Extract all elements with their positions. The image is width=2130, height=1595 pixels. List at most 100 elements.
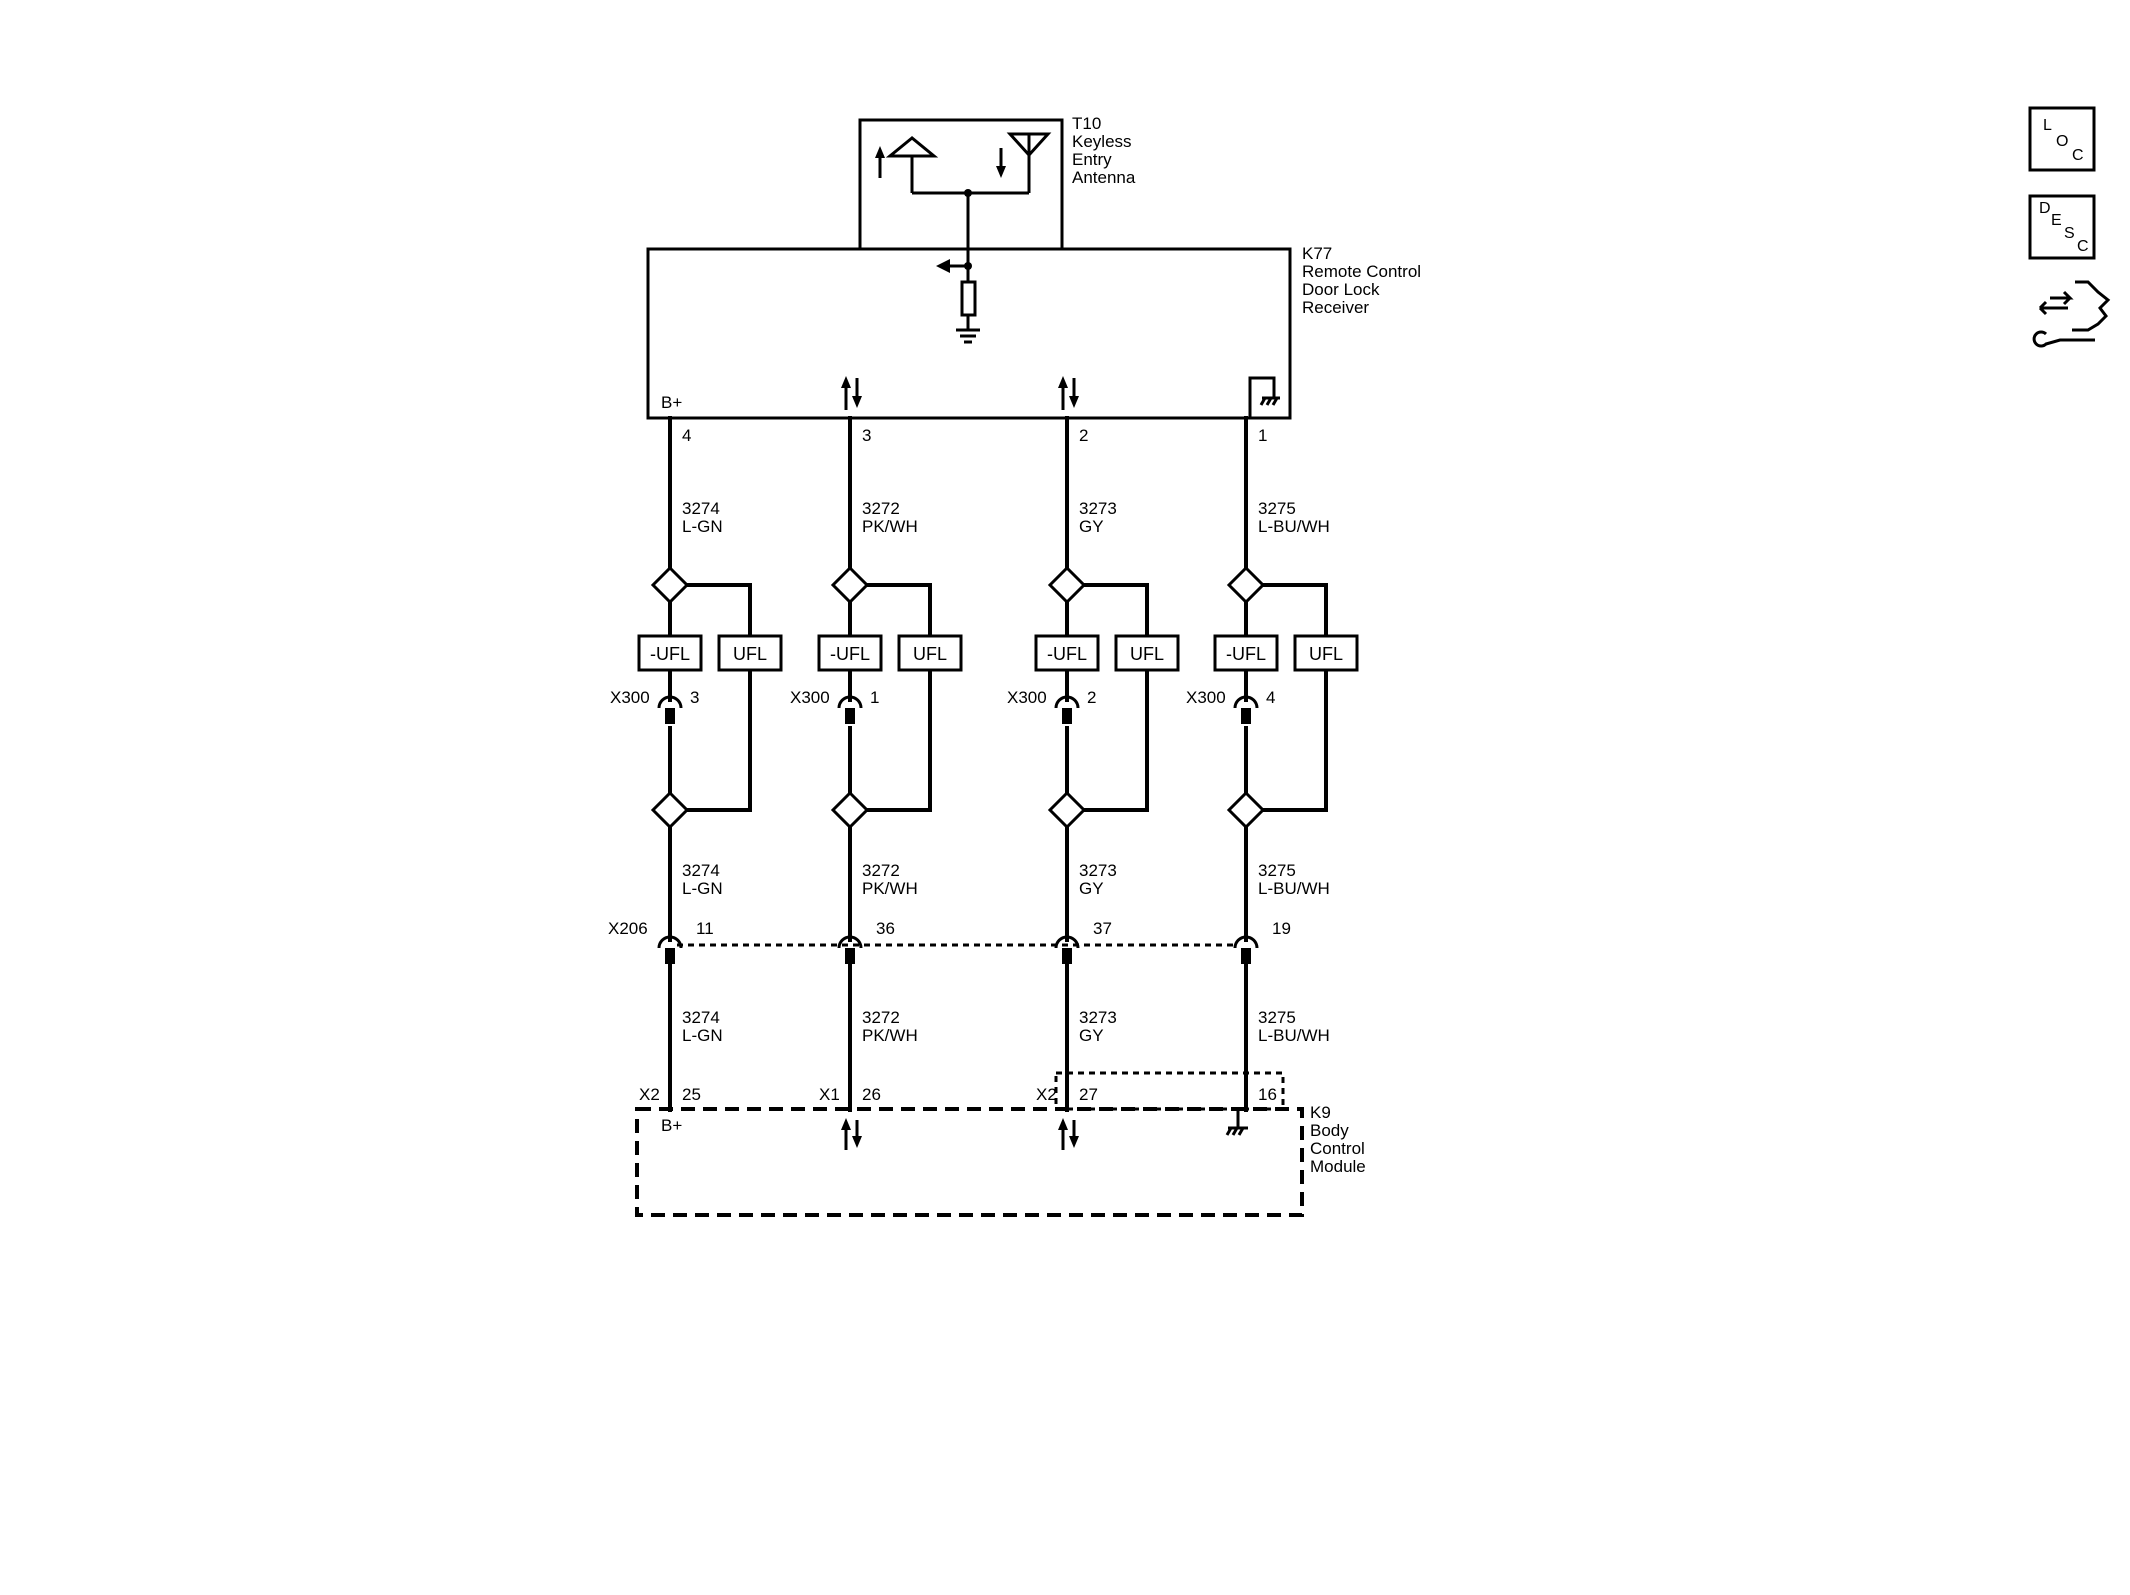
desc-letter-d: D — [2039, 200, 2051, 217]
inline-connector-icon — [1233, 935, 1259, 964]
without-ufl-box-label: -UFL — [650, 644, 690, 664]
receiver-bplus-label: B+ — [661, 393, 682, 412]
wire-color: L-GN — [682, 517, 723, 536]
bcm-component: B+ K9 Body Control Module — [635, 1071, 1366, 1217]
splice-diamond — [1047, 790, 1087, 830]
without-ufl-box-label: -UFL — [1226, 644, 1266, 664]
x300-label: X300 — [1186, 688, 1226, 707]
without-ufl-box: -UFL — [817, 634, 883, 672]
bcm-connector-label: X2 — [639, 1085, 660, 1104]
receiver-name-line-3: Receiver — [1302, 298, 1369, 317]
desc-button[interactable]: D E S C — [2028, 194, 2096, 260]
wire-color: L-BU/WH — [1258, 879, 1330, 898]
with-ufl-box-label: UFL — [1130, 644, 1164, 664]
inline-connector-icon — [1054, 695, 1080, 724]
x206-pin: 11 — [696, 919, 714, 938]
with-ufl-box: UFL — [717, 634, 783, 672]
bidirectional-arrow-icon — [1058, 376, 1079, 410]
with-ufl-box-label: UFL — [733, 644, 767, 664]
loc-letter-c: C — [2072, 147, 2084, 164]
without-ufl-box: -UFL — [1213, 634, 1279, 672]
receiver-pin: 3 — [862, 426, 871, 445]
wire-color: GY — [1079, 879, 1104, 898]
bcm-bplus-label: B+ — [661, 1116, 682, 1135]
splice-diamond — [1226, 565, 1266, 605]
receiver-name-line-2: Door Lock — [1302, 280, 1380, 299]
splice-diamond — [830, 565, 870, 605]
splice-diamond — [650, 565, 690, 605]
connector-wrench-icon[interactable] — [2032, 280, 2111, 348]
inline-connector-icon — [657, 695, 683, 724]
bcm-ref: K9 — [1310, 1103, 1331, 1122]
inline-connector-icon — [837, 695, 863, 724]
antenna-transmit-icon — [875, 136, 939, 193]
antenna-name-line-3: Antenna — [1072, 168, 1136, 187]
desc-letter-c: C — [2077, 238, 2089, 255]
with-ufl-box: UFL — [1114, 634, 1180, 672]
receiver-pin: 4 — [682, 426, 691, 445]
wire-number: 3273 — [1079, 861, 1117, 880]
wire-number: 3273 — [1079, 499, 1117, 518]
bcm-name-line-3: Module — [1310, 1157, 1366, 1176]
antenna-receive-icon — [996, 132, 1052, 193]
wire-color: L-BU/WH — [1258, 1026, 1330, 1045]
with-ufl-box-label: UFL — [1309, 644, 1343, 664]
loc-letter-o: O — [2056, 133, 2068, 150]
loc-button[interactable]: L O C — [2028, 106, 2096, 172]
x300-pin: 1 — [870, 688, 879, 707]
bidirectional-arrow-icon — [841, 1118, 862, 1150]
x206-pin: 19 — [1272, 919, 1291, 938]
bidirectional-arrow-icon — [841, 376, 862, 410]
chassis-ground-icon — [1225, 1109, 1248, 1136]
without-ufl-box: -UFL — [1034, 634, 1100, 672]
receiver-component: B+ K77 Remote Control Door Lock Receiver — [646, 244, 1421, 420]
bcm-name-line-2: Control — [1310, 1139, 1365, 1158]
wire-color: L-BU/WH — [1258, 517, 1330, 536]
wire-number: 3275 — [1258, 499, 1296, 518]
x300-label: X300 — [610, 688, 650, 707]
bcm-name-line-1: Body — [1310, 1121, 1349, 1140]
wire-color: GY — [1079, 517, 1104, 536]
wire-color: L-GN — [682, 1026, 723, 1045]
x300-label: X300 — [790, 688, 830, 707]
splice-diamond — [650, 790, 690, 830]
wire-number: 3275 — [1258, 861, 1296, 880]
x206-label: X206 — [608, 919, 648, 938]
chassis-ground-icon — [1248, 376, 1280, 418]
x206-pin: 36 — [876, 919, 895, 938]
antenna-ref: T10 — [1072, 114, 1101, 133]
wire-number: 3273 — [1079, 1008, 1117, 1027]
wire-number: 3274 — [682, 499, 720, 518]
x300-pin: 3 — [690, 688, 699, 707]
antenna-name-line-2: Entry — [1072, 150, 1112, 169]
wire-color: L-GN — [682, 879, 723, 898]
antenna-name-line-1: Keyless — [1072, 132, 1132, 151]
receiver-pin: 2 — [1079, 426, 1088, 445]
bcm-connector-label: X1 — [819, 1085, 840, 1104]
bcm-pin: 26 — [862, 1085, 881, 1104]
without-ufl-box-label: -UFL — [830, 644, 870, 664]
receiver-name-line-1: Remote Control — [1302, 262, 1421, 281]
bcm-pin: 25 — [682, 1085, 701, 1104]
without-ufl-box-label: -UFL — [1047, 644, 1087, 664]
wire-number: 3274 — [682, 1008, 720, 1027]
wire-number: 3274 — [682, 861, 720, 880]
receiver-ref: K77 — [1302, 244, 1332, 263]
bcm-connector-label: X2 — [1036, 1085, 1057, 1104]
splice-diamond — [830, 790, 870, 830]
with-ufl-box-label: UFL — [913, 644, 947, 664]
desc-letter-e: E — [2051, 212, 2062, 229]
wire-color: PK/WH — [862, 517, 918, 536]
wire-number: 3272 — [862, 499, 900, 518]
splice-diamond — [1047, 565, 1087, 605]
inline-connector-icon — [1233, 695, 1259, 724]
bcm-pin: 16 — [1258, 1085, 1277, 1104]
x300-label: X300 — [1007, 688, 1047, 707]
bidirectional-arrow-icon — [1058, 1118, 1079, 1150]
